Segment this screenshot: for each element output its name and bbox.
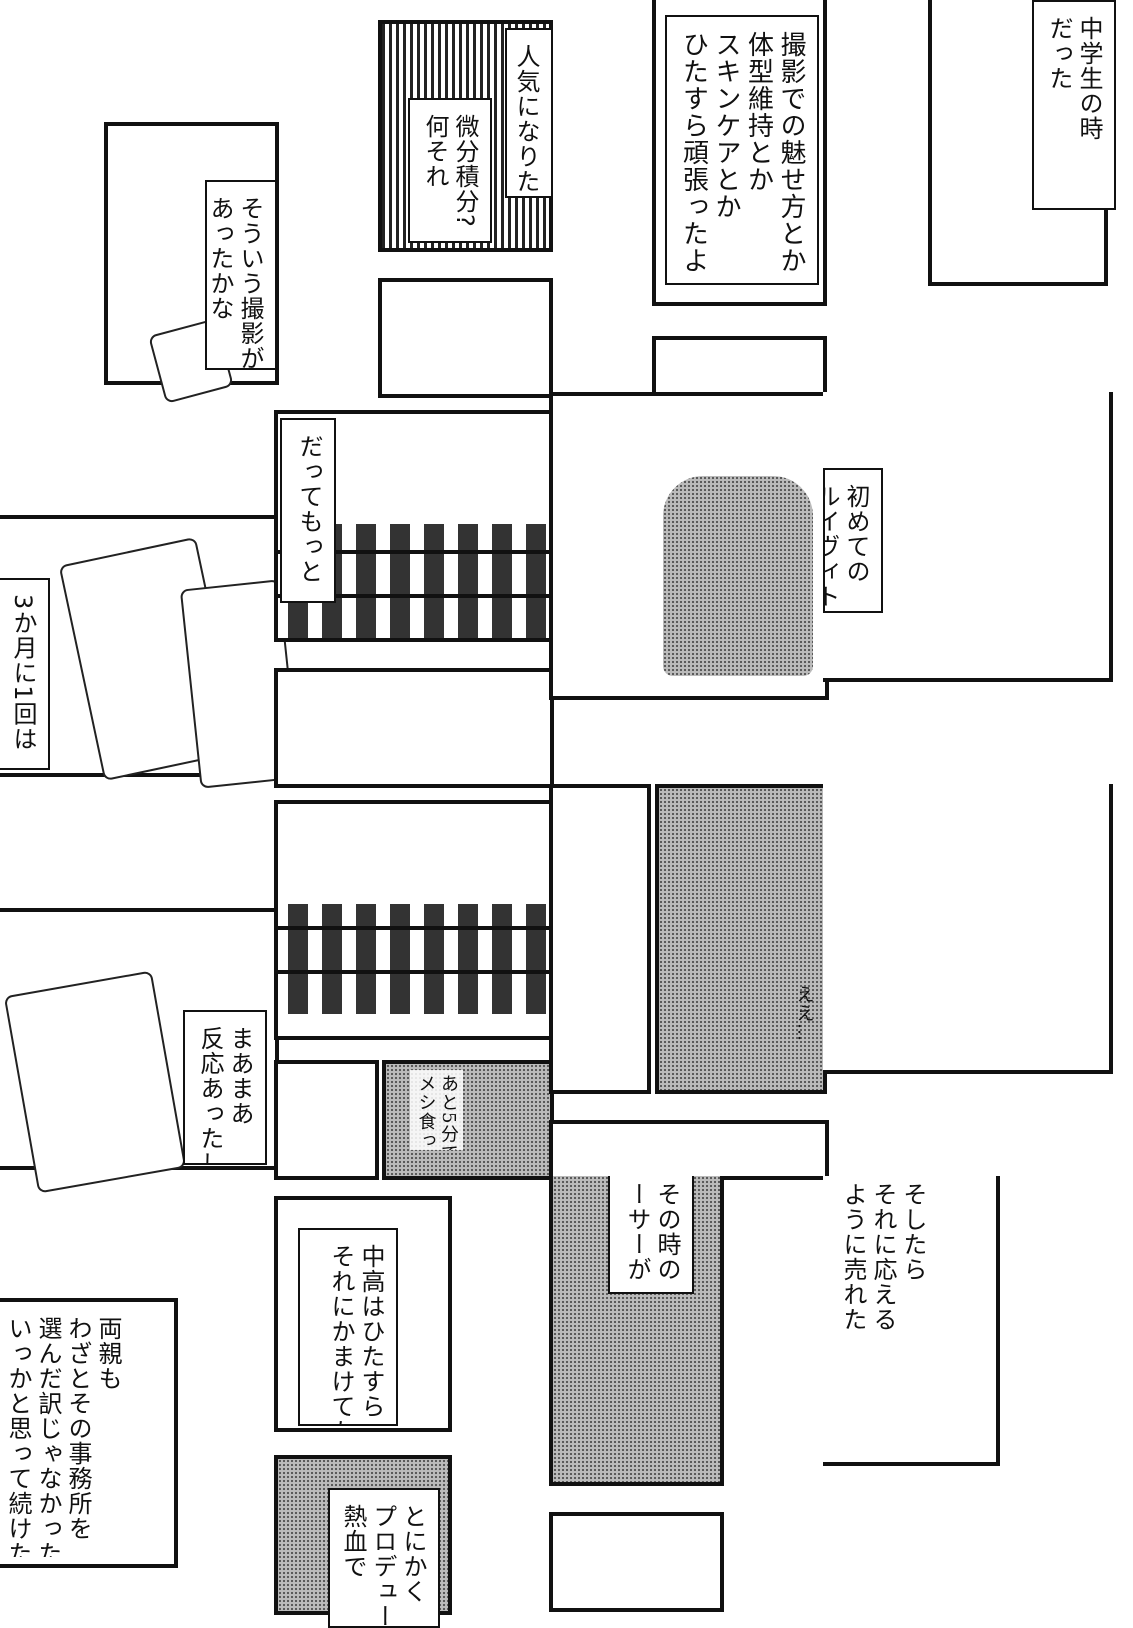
caption-got-reaction: まあまあ反応あったし — [183, 1010, 267, 1165]
manga-panel-embarrassed — [655, 784, 827, 1094]
speech-eh: ええ… — [793, 985, 815, 1042]
caption-worked-hard: 撮影での魅せ方とか体型維持とかスキンケアとかひたすら頑張ったよ — [665, 15, 819, 285]
caption-passionate-producer: とにかくプロデュー熱血で — [328, 1488, 440, 1628]
manga-panel-workout — [549, 392, 829, 700]
photo-frame-drawing — [3, 970, 187, 1194]
manga-panel-caption-2 — [652, 336, 827, 396]
manga-panel-classroom — [378, 278, 553, 398]
caption-middle-high-school: 中高はひたすらそれにかまけてた — [298, 1228, 398, 1426]
manga-panel-lunch — [274, 1060, 379, 1180]
caption-producer-then: その時のーサーが — [608, 1176, 694, 1294]
caption-first-louis-vuitton: 初めてのルイヴィトンは — [823, 468, 883, 613]
caption-parents: 両親もわざとその事務所を選んだ訳じゃなかったしいっかと思って続けた — [8, 1302, 133, 1557]
handwritten-eat-lunch: あと5分でメシ食って — [410, 1070, 463, 1150]
manga-panel-walk — [549, 784, 651, 1094]
manga-panel-girl-sigh — [274, 668, 554, 788]
manga-panel-next — [549, 1512, 724, 1612]
manga-panel-eat-quick — [382, 1060, 554, 1180]
caption-because-more: だってもっと — [280, 418, 336, 603]
caption-that-kind-of-shoot: そういう撮影があったかな — [205, 180, 277, 370]
school-building-drawing — [278, 904, 550, 1014]
manga-panel-school-2 — [274, 800, 554, 1040]
caption-middle-schooler: 中学生の時だった — [1032, 0, 1116, 210]
caption-want-popularity: 人気になりたいし — [505, 28, 553, 198]
manga-panel-producer-arms — [549, 1176, 724, 1486]
manga-panel-sitting — [823, 784, 1113, 1074]
caption-sold-well: そしたらそれに応えるように売れた — [828, 1176, 938, 1336]
sweatpants-drawing — [663, 476, 813, 676]
caption-calculus: 微分積分?何それ — [408, 98, 492, 243]
caption-every-three-months: 3か月に1回は — [0, 578, 50, 770]
manga-panel-producer-face — [549, 1120, 829, 1180]
